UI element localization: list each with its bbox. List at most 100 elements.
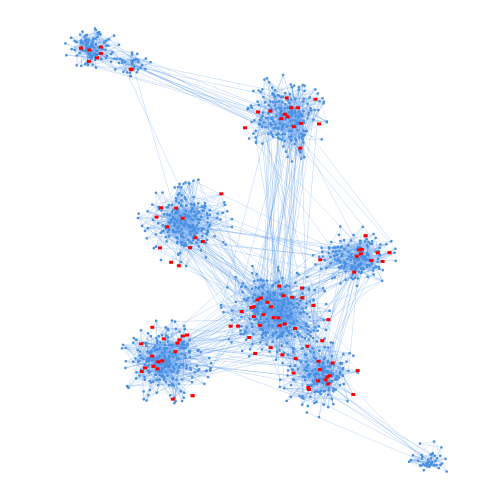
edge-inter xyxy=(290,127,297,324)
graph-node xyxy=(204,241,208,244)
graph-node xyxy=(164,326,167,329)
graph-node xyxy=(301,292,304,295)
edge-intra xyxy=(422,456,446,460)
edge-intra xyxy=(298,86,315,111)
edge-intra xyxy=(167,214,218,219)
graph-node xyxy=(263,101,267,104)
edge-intra xyxy=(361,243,387,250)
edge-inter xyxy=(130,75,282,116)
edge-intra xyxy=(249,330,318,357)
graph-node xyxy=(296,306,299,309)
graph-node xyxy=(185,364,188,368)
graph-node xyxy=(274,123,277,126)
graph-node xyxy=(323,289,326,293)
edge-inter xyxy=(149,322,291,353)
graph-node xyxy=(307,287,311,291)
graph-node xyxy=(104,56,108,60)
edge-intra xyxy=(152,219,157,235)
graph-node xyxy=(122,70,125,74)
edge-inter xyxy=(137,217,258,281)
edge-intra xyxy=(95,38,105,43)
graph-node xyxy=(186,342,189,346)
edge-intra xyxy=(340,240,361,244)
graph-node xyxy=(208,208,212,212)
edge-inter xyxy=(208,226,263,304)
graph-node xyxy=(262,121,266,124)
graph-node xyxy=(289,139,293,143)
edge-intra xyxy=(185,212,223,267)
graph-node xyxy=(281,276,284,280)
edge-intra xyxy=(172,367,211,400)
graph-node xyxy=(132,65,136,68)
graph-node xyxy=(262,95,265,99)
graph-node xyxy=(284,314,288,317)
edge-intra xyxy=(363,237,376,270)
edge-intra xyxy=(362,249,368,267)
edge-intra xyxy=(241,279,261,312)
edge-intra xyxy=(265,306,284,311)
graph-node xyxy=(197,245,201,248)
edge-intra xyxy=(286,97,328,122)
graph-node xyxy=(304,322,308,326)
graph-node xyxy=(264,309,267,312)
edge-intra xyxy=(147,342,178,367)
edge-inter xyxy=(81,49,116,70)
edge-inter xyxy=(153,297,249,359)
edge-intra xyxy=(258,286,269,333)
graph-node xyxy=(89,43,93,46)
graph-node xyxy=(299,150,302,154)
edge-intra xyxy=(270,124,302,159)
edge-intra xyxy=(161,344,174,371)
edge-intra xyxy=(262,287,281,331)
edge-intra xyxy=(179,183,182,201)
edge-inter xyxy=(301,133,308,331)
graph-node xyxy=(282,303,286,306)
edge-intra xyxy=(230,299,267,327)
graph-node xyxy=(288,308,292,312)
edge-intra xyxy=(141,371,144,400)
graph-node xyxy=(264,331,268,335)
edge-intra xyxy=(301,397,332,400)
edge-intra xyxy=(172,372,195,380)
graph-node xyxy=(242,332,245,336)
graph-node xyxy=(88,56,91,59)
graph-node xyxy=(338,266,342,270)
edge-intra xyxy=(251,107,305,158)
edge-intra xyxy=(259,124,296,128)
edge-intra xyxy=(409,458,422,462)
edge-intra xyxy=(307,370,329,408)
edge-intra xyxy=(270,122,294,126)
edge-intra xyxy=(362,240,392,251)
edge-intra xyxy=(324,338,333,364)
graph-node xyxy=(190,241,193,245)
graph-node xyxy=(265,279,269,282)
graph-node xyxy=(286,98,290,102)
edge-intra xyxy=(294,347,313,359)
edge-inter xyxy=(277,113,302,327)
edge-intra xyxy=(179,358,209,378)
edge-intra xyxy=(175,231,208,241)
edge-inter xyxy=(163,230,261,343)
graph-node xyxy=(186,238,190,242)
graph-node xyxy=(157,205,160,209)
graph-node xyxy=(254,286,257,289)
edge-intra xyxy=(278,281,287,297)
edge-intra xyxy=(99,32,113,53)
edge-intra xyxy=(289,276,308,287)
graph-node xyxy=(154,245,158,248)
edge-intra xyxy=(319,350,343,370)
edge-intra xyxy=(164,353,182,366)
graph-node xyxy=(175,219,179,222)
edge-intra xyxy=(277,286,286,311)
graph-node xyxy=(278,137,282,141)
graph-node xyxy=(157,334,160,338)
edge-intra xyxy=(324,346,347,362)
edge-intra xyxy=(125,61,139,70)
graph-node xyxy=(269,298,273,302)
edge-intra xyxy=(155,368,175,375)
graph-node xyxy=(132,360,135,364)
graph-node xyxy=(205,238,209,242)
edge-intra xyxy=(306,340,323,372)
edge-intra xyxy=(204,204,226,207)
edge-intra xyxy=(316,381,320,392)
